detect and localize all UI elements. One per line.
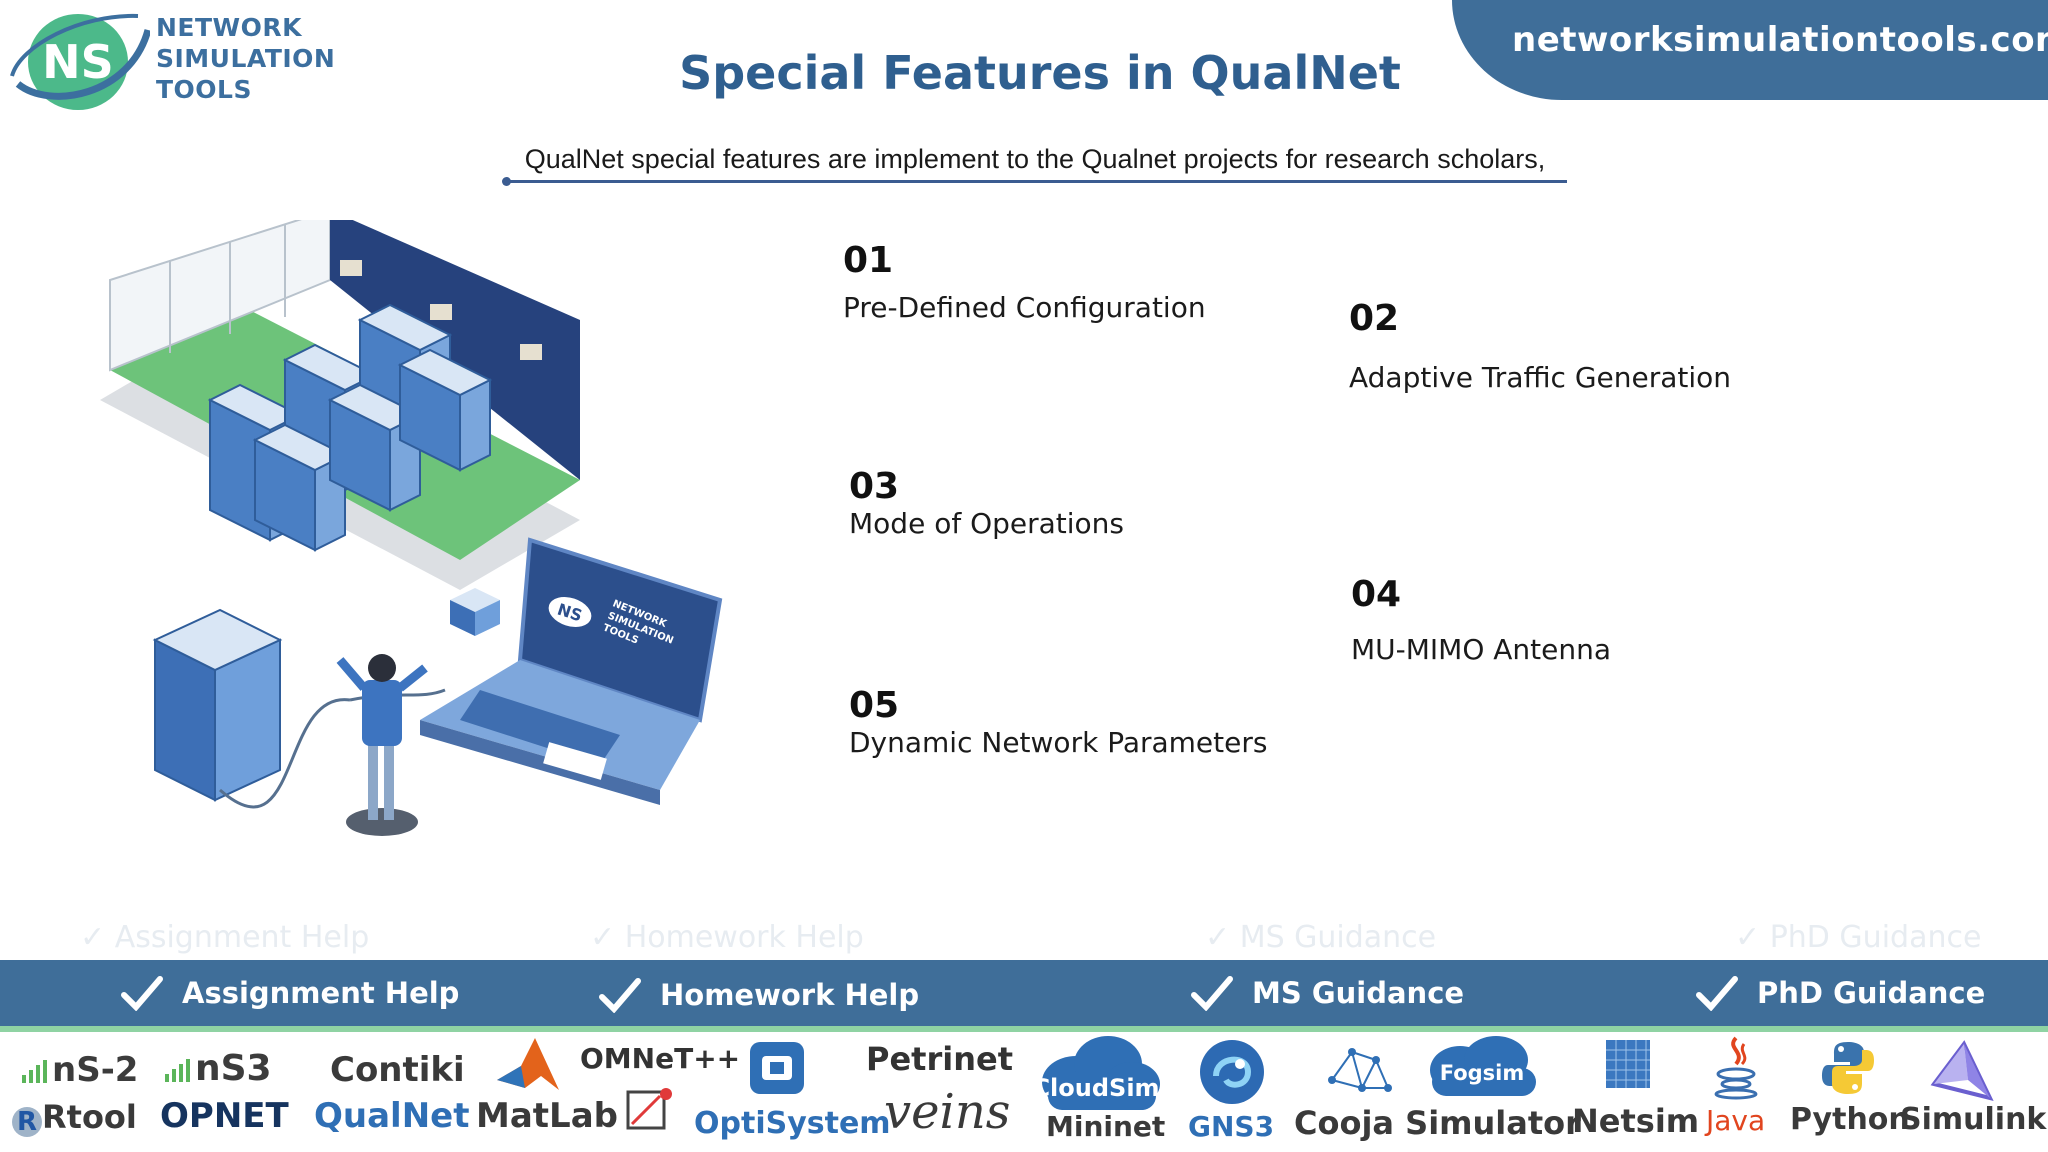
tool-mininet[interactable]: Mininet — [1046, 1110, 1166, 1143]
watermark-ms-guidance: ✓ MS Guidance — [1205, 920, 1437, 955]
feature-item-05: 05 Dynamic Network Parameters — [849, 685, 1267, 759]
simulink-logo-icon[interactable] — [1928, 1040, 1998, 1102]
service-label: Homework Help — [660, 978, 920, 1012]
tool-cooja-simulator[interactable]: Cooja Simulator — [1294, 1104, 1581, 1142]
tool-contiki[interactable]: Contiki — [330, 1050, 465, 1090]
page-subtitle: QualNet special features are implement t… — [524, 144, 1546, 174]
feature-label: Mode of Operations — [849, 507, 1125, 540]
signal-bars-icon — [165, 1059, 190, 1082]
fogsim-logo-icon[interactable]: Fogsim — [1420, 1034, 1544, 1100]
logo-line-1: NETWORK — [156, 13, 303, 42]
tool-ns3[interactable]: nS3 — [165, 1048, 272, 1089]
fogsim-label: Fogsim — [1440, 1061, 1525, 1085]
tool-simulink[interactable]: Simulink — [1900, 1102, 2047, 1137]
svg-text:NS: NS — [42, 35, 114, 89]
feature-number: 01 — [843, 240, 894, 281]
checkmark-icon — [1191, 976, 1233, 1011]
tool-optisystem[interactable]: OptiSystem — [694, 1106, 891, 1141]
tool-gns3[interactable]: GNS3 — [1188, 1110, 1275, 1143]
logo-wordmark: NETWORK SIMULATION TOOLS — [156, 12, 335, 105]
tool-opnet[interactable]: OPNET — [160, 1096, 289, 1136]
feature-number: 03 — [849, 466, 900, 507]
tool-java[interactable]: Java — [1706, 1104, 1766, 1137]
feature-item-02: 02 Adaptive Traffic Generation — [1349, 298, 1731, 394]
page-title: Special Features in QualNet — [679, 46, 1401, 100]
python-logo-icon[interactable] — [1820, 1040, 1876, 1096]
feature-number: 05 — [849, 685, 900, 726]
logo-line-3: TOOLS — [156, 75, 252, 104]
checkmark-icon — [1696, 976, 1738, 1011]
checkmark-icon — [599, 978, 641, 1013]
netsim-logo-icon[interactable] — [1604, 1038, 1652, 1090]
feature-item-03: 03 Mode of Operations — [849, 466, 1124, 540]
watermark-assignment-help: ✓ Assignment Help — [80, 920, 370, 955]
feature-label: MU-MIMO Antenna — [1351, 633, 1612, 666]
feature-item-01: 01 Pre-Defined Configuration — [843, 240, 1206, 324]
tool-python[interactable]: Python — [1790, 1102, 1910, 1137]
r-logo-icon: R — [12, 1107, 42, 1137]
tool-veins[interactable]: veins — [884, 1084, 1011, 1140]
logo-line-2: SIMULATION — [156, 44, 336, 73]
cloudsim-label: CloudSim — [1032, 1074, 1159, 1102]
cloudsim-logo-icon[interactable]: CloudSim — [1028, 1034, 1163, 1112]
data-center-illustration: NS NETWORK SIMULATION TOOLS — [100, 220, 723, 836]
feature-number: 02 — [1349, 298, 1400, 339]
site-url-link[interactable]: networksimulationtools.com — [1512, 20, 2048, 60]
subtitle-underline — [505, 180, 1567, 183]
feature-label: Pre-Defined Configuration — [843, 291, 1206, 324]
subtitle-underline-dot — [502, 177, 511, 186]
services-band — [0, 960, 2048, 1026]
tool-petrinet[interactable]: Petrinet — [866, 1040, 1013, 1078]
optisystem-logo-icon[interactable] — [748, 1040, 806, 1096]
ns-logo-icon: NS — [10, 13, 150, 110]
checkmark-icon — [121, 976, 163, 1011]
tool-ns2[interactable]: nS-2 — [22, 1050, 138, 1090]
matlab-logo-icon[interactable] — [495, 1036, 561, 1094]
signal-bars-icon — [22, 1060, 47, 1083]
service-phd-guidance[interactable]: PhD Guidance — [1695, 968, 1985, 1018]
cooja-network-icon[interactable] — [1322, 1040, 1398, 1100]
site-url-banner[interactable]: networksimulationtools.com — [1452, 0, 2048, 100]
gns3-logo-icon[interactable] — [1196, 1036, 1268, 1108]
feature-number: 04 — [1351, 574, 1402, 615]
service-label: PhD Guidance — [1757, 976, 1986, 1010]
service-label: Assignment Help — [182, 976, 460, 1010]
feature-item-04: 04 MU-MIMO Antenna — [1351, 574, 1611, 666]
service-ms-guidance[interactable]: MS Guidance — [1190, 968, 1464, 1018]
service-assignment-help[interactable]: Assignment Help — [120, 968, 459, 1018]
tool-omnet[interactable]: OMNeT++ — [580, 1042, 741, 1075]
java-logo-icon[interactable] — [1712, 1034, 1760, 1100]
tool-matlab[interactable]: MatLab — [476, 1096, 618, 1136]
watermark-homework-help: ✓ Homework Help — [590, 920, 864, 955]
feature-label: Adaptive Traffic Generation — [1349, 361, 1732, 394]
tool-qualnet[interactable]: QualNet — [314, 1096, 470, 1136]
feature-label: Dynamic Network Parameters — [849, 726, 1268, 759]
brand-logo[interactable]: NS NETWORK SIMULATION TOOLS — [10, 6, 340, 112]
watermark-phd-guidance: ✓ PhD Guidance — [1735, 920, 1982, 955]
services-band-accent — [0, 1026, 2048, 1032]
service-homework-help[interactable]: Homework Help — [598, 970, 919, 1020]
tool-netsim[interactable]: Netsim — [1572, 1102, 1700, 1140]
service-label: MS Guidance — [1252, 976, 1465, 1010]
petrinet-logo-icon[interactable] — [624, 1086, 674, 1134]
